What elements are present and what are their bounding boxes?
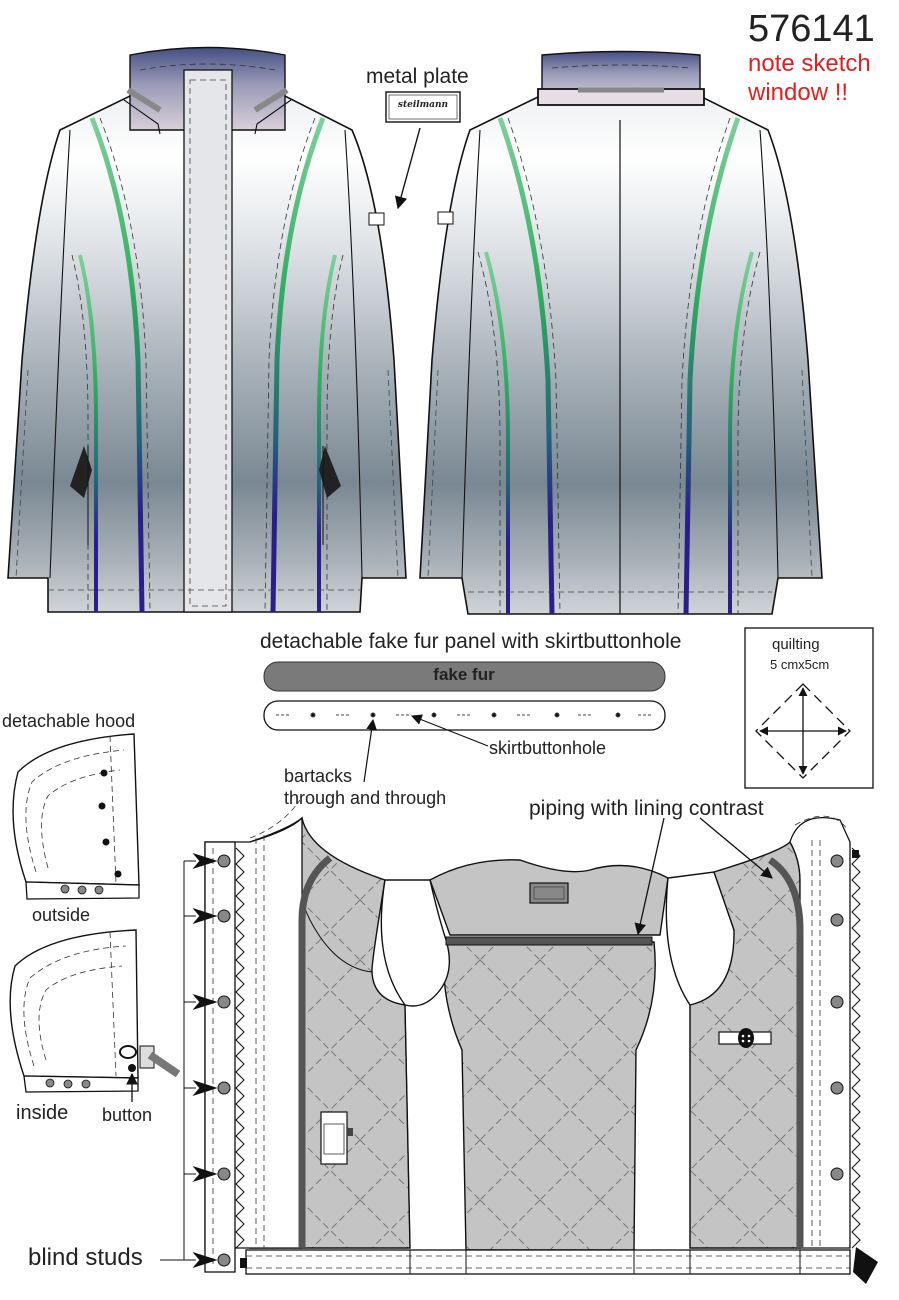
blind-stud-pointers [160,852,218,1269]
back-piping-right-inner [683,117,741,615]
front-zip-placket [183,69,233,613]
piping-right-facing [767,857,804,1248]
buttonhole-row [276,712,653,718]
quilting-diamond [755,683,851,779]
front-piping-right-inner [270,117,326,613]
piping-left-facing [298,855,333,1248]
piping-label: piping with lining contrast [529,797,764,820]
hood-outside-label: outside [32,905,91,925]
blind-studs-label: blind studs [28,1244,143,1271]
skirtbuttonhole-label: skirtbuttonhole [489,738,607,758]
front-piping-left-outer [78,254,98,612]
bartack-arrow [363,718,377,783]
fake-fur-strip [263,661,666,692]
note-sketch-window-line2: window !! [748,79,849,106]
piping-bar [445,936,653,946]
front-pocket-right [319,446,341,498]
front-piping-left-inner [89,117,145,613]
quilting-box [744,627,874,789]
back-jacket-view [419,50,823,615]
metal-plate-badge [385,91,461,123]
open-jacket-interior [204,799,878,1284]
note-sketch-window-line1: note sketch [748,50,871,77]
metal-plate-brand: steilmann [397,100,449,110]
studs-left [217,854,231,1267]
back-sleeve-plate [437,211,454,225]
metal-plate-arrow [394,127,421,210]
piping-arrow-right [699,817,773,879]
style-number: 576141 [748,8,875,50]
detachable-hood-label: detachable hood [2,711,136,731]
studs-right [830,854,844,1181]
back-piping-left-outer [484,251,510,614]
quilting-size-label: 5 cmx5cm [770,657,830,672]
fake-fur-label: fake fur [433,665,495,684]
back-jacket-body [419,95,823,615]
hood-inside-sketch [9,929,181,1102]
front-sleeve-plate [368,212,385,226]
back-piping-left-inner [497,117,555,615]
bartacks-label-line2: through and through [284,788,447,808]
button-label: button [102,1105,153,1125]
fur-panel-title: detachable fake fur panel with skirtbutt… [260,630,682,653]
front-piping-right-outer [317,254,337,612]
metal-plate-label: metal plate [366,65,469,88]
back-piping-right-outer [728,251,754,614]
piping-arrow-center [634,817,665,936]
skirtbuttonhole-arrow [410,714,489,747]
front-jacket-view [7,46,407,613]
front-pocket-left [70,446,92,498]
hood-outside-sketch [12,733,140,900]
quilting-label: quilting [772,636,820,653]
bartacks-label-line1: bartacks [284,766,353,786]
hood-inside-label: inside [16,1102,69,1124]
